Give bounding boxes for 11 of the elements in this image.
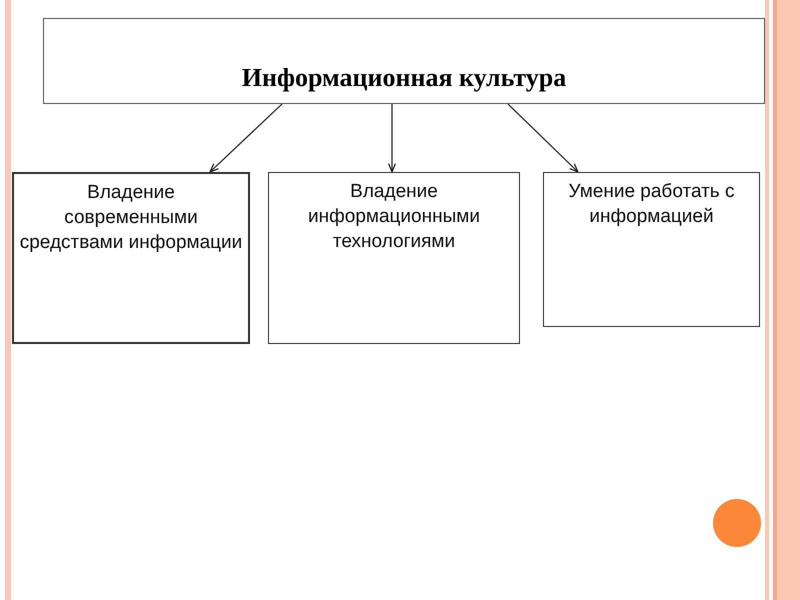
box-text: Владение информационными технологиями — [307, 180, 481, 254]
concept-box — [543, 172, 760, 327]
box-text: Владение современными средствами информации — [18, 181, 244, 255]
arrow — [508, 104, 579, 173]
title-text: Информационная культура — [242, 62, 566, 94]
concept-box — [268, 172, 520, 344]
arrow — [388, 104, 396, 173]
arrow — [209, 104, 282, 173]
box-text: Умение работать с информацией — [568, 180, 736, 229]
concept-box — [12, 172, 250, 344]
title-box — [43, 18, 765, 104]
